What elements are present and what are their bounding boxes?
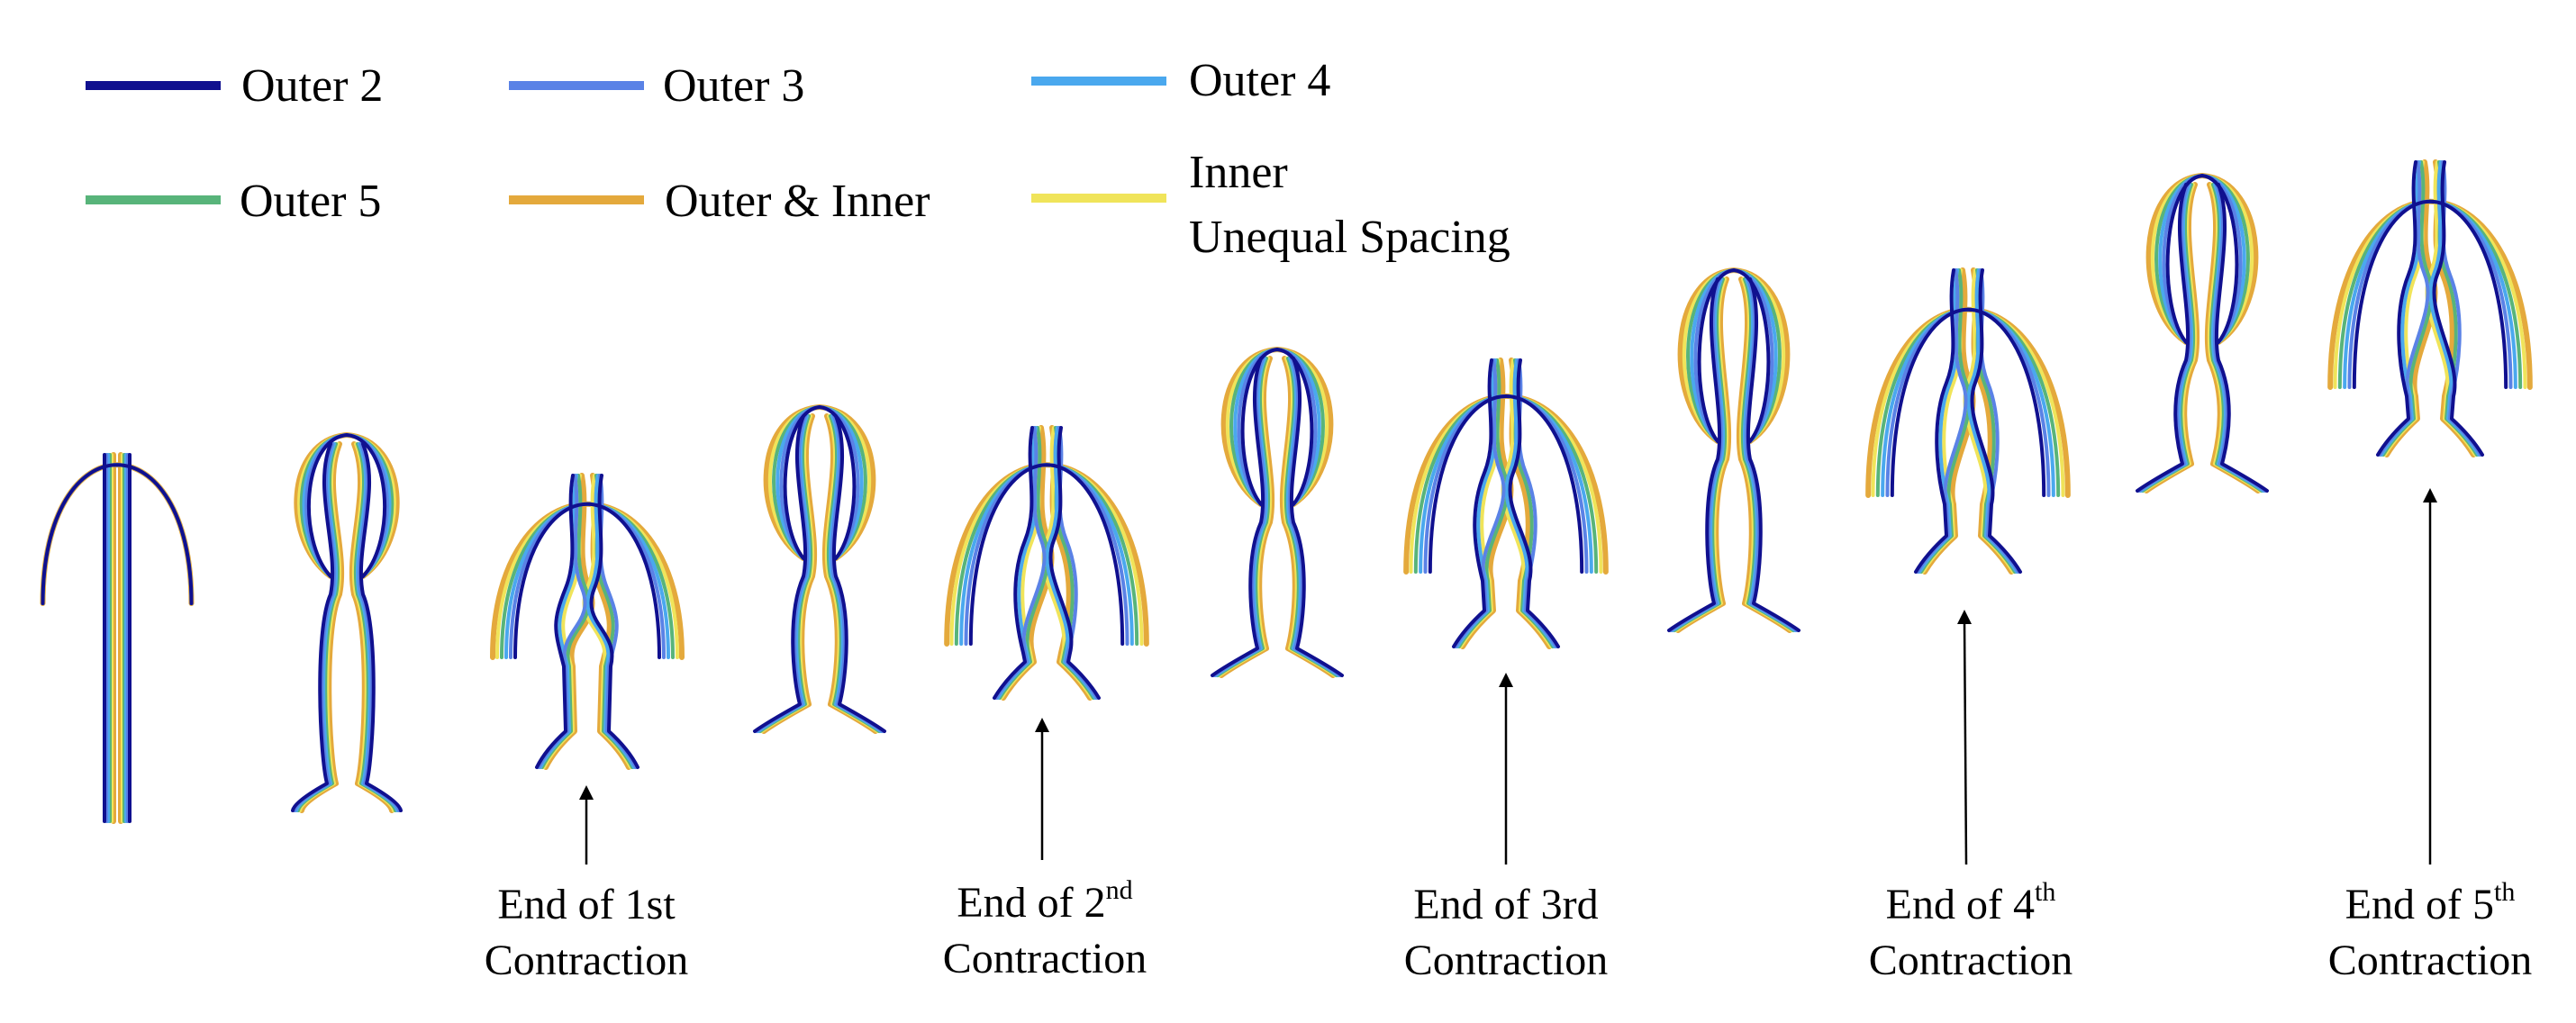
contraction-annotations (579, 488, 2437, 865)
arrowhead-contraction-5 (2423, 488, 2437, 502)
legend-item-outer-2: Outer 2 (86, 60, 383, 112)
stalk-outline (1914, 268, 1955, 574)
jellyfish-snapshot-4 (753, 404, 886, 734)
stalk-outline (993, 426, 1034, 700)
label-contraction-3: Contraction (1404, 937, 1609, 984)
arrowhead-contraction-1 (579, 785, 594, 800)
annotation-contraction-5 (2423, 488, 2437, 865)
legend-item-outer-4: Outer 4 (1031, 55, 1330, 106)
label-end-of-5th-prefix: End of 5 (2345, 881, 2494, 928)
jellyfish-snapshot-11 (2327, 159, 2533, 457)
bell-outline (783, 405, 857, 560)
arrowhead-contraction-2 (1035, 718, 1049, 732)
label-end-of-3rd: End of 3rd (1413, 881, 1598, 928)
stalk-outline (2214, 183, 2269, 493)
stalk-outline (1452, 358, 1493, 648)
stalk-outline (1746, 277, 1800, 632)
jellyfish-snapshot-1 (40, 452, 195, 824)
bell-outline (1240, 348, 1314, 506)
stalk-outline (535, 474, 575, 769)
stalk-outline (1970, 268, 2022, 574)
stalk-outline (2376, 160, 2417, 457)
arrowhead-contraction-3 (1499, 673, 1513, 687)
stalk-outline (291, 442, 335, 812)
stalk-outline (1667, 277, 1722, 632)
arrowhead-contraction-4 (1957, 610, 1972, 624)
label-contraction-1: Contraction (485, 937, 689, 984)
label-contraction-4: Contraction (1869, 937, 2073, 984)
bell-outline (41, 463, 194, 605)
legend-label-inner: Inner (1189, 147, 1288, 198)
bell-outline (2165, 174, 2239, 344)
legend-label-outer-5: Outer 5 (240, 176, 381, 227)
label-contraction-2: Contraction (943, 935, 1147, 982)
jellyfish-snapshots (40, 159, 2533, 824)
bell-outline (1697, 268, 1771, 443)
label-end-of-5th-sup: th (2494, 877, 2515, 907)
jellyfish-snapshot-3 (490, 473, 685, 770)
jellyfish-snapshot-6 (1211, 347, 1344, 678)
label-end-of-4th: End of 4th (1886, 877, 2056, 928)
label-end-of-1st: End of 1st (497, 881, 676, 928)
jellyfish-snapshot-5 (944, 425, 1149, 701)
jellyfish-snapshot-9 (1865, 267, 2071, 575)
bell-outline (307, 433, 386, 578)
stalk-outline (1289, 357, 1344, 677)
legend-label-outer-inner: Outer & Inner (665, 176, 930, 227)
jellyfish-snapshot-7 (1403, 358, 1609, 649)
bell-outline (513, 502, 661, 659)
label-end-of-2nd-prefix: End of 2 (957, 879, 1105, 927)
stalk-outline (358, 442, 403, 812)
jellyfish-snapshot-10 (2136, 173, 2269, 493)
label-end-of-5th: End of 5th (2345, 877, 2516, 928)
stalk-outline (1048, 426, 1101, 700)
stalk-outline (2136, 183, 2191, 493)
bell-outline (1428, 394, 1584, 574)
bell-outline (41, 463, 194, 605)
stalk-outline (2432, 160, 2484, 457)
bell-outline (40, 462, 195, 606)
label-end-of-2nd: End of 2nd (957, 875, 1132, 927)
stalk-outline (753, 414, 808, 733)
stalk-outline (1508, 358, 1560, 648)
annotation-contraction-2 (1035, 718, 1049, 860)
arrow-contraction-4 (1963, 620, 1968, 865)
annotation-labels: End of 1st Contraction End of 2nd Contra… (485, 875, 2533, 984)
legend-item-outer-3: Outer 3 (509, 60, 804, 112)
legend-item-outer-5: Outer 5 (86, 176, 381, 227)
stalk-outline (589, 474, 639, 769)
legend-label-outer-3: Outer 3 (663, 60, 804, 112)
bell-outline (1890, 308, 2046, 497)
legend-item-inner-unequal: Inner Unequal Spacing (1031, 147, 1510, 263)
label-end-of-2nd-sup: nd (1106, 875, 1133, 905)
label-contraction-5: Contraction (2328, 937, 2533, 984)
stalk-outline (831, 414, 886, 733)
bell-outline (968, 463, 1125, 646)
legend-item-outer-inner: Outer & Inner (509, 176, 930, 227)
bell-outline (41, 463, 194, 605)
legend-label-outer-2: Outer 2 (241, 60, 383, 112)
jellyfish-snapshot-8 (1667, 267, 1800, 633)
bell-outline (2352, 200, 2508, 389)
jellyfish-snapshot-2 (291, 432, 403, 813)
bell-outline (41, 463, 194, 605)
legend-label-unequal-spacing: Unequal Spacing (1189, 212, 1510, 263)
legend-label-outer-4: Outer 4 (1189, 55, 1330, 106)
label-end-of-4th-prefix: End of 4 (1886, 881, 2035, 928)
stalk-outline (1211, 357, 1265, 677)
legend: Outer 2 Outer 3 Outer 4 Outer 5 Outer & … (86, 55, 1510, 263)
label-end-of-4th-sup: th (2035, 877, 2055, 907)
annotation-contraction-3 (1499, 673, 1513, 865)
annotation-contraction-4 (1957, 610, 1972, 865)
bell-outline (41, 463, 194, 605)
annotation-contraction-1 (579, 785, 594, 865)
